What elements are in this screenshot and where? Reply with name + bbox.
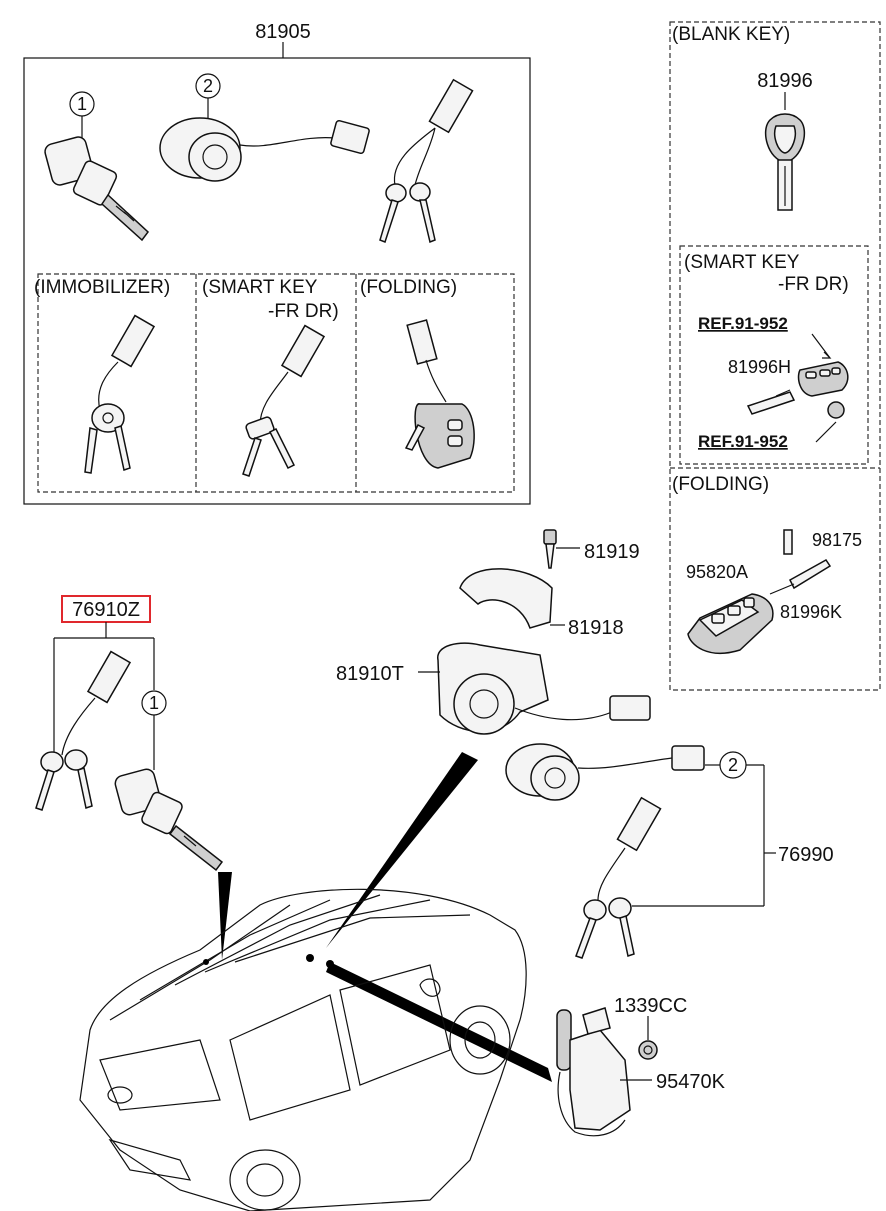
kit-81905-group: 1 2 bbox=[23, 42, 531, 505]
callout-1-top: 1 bbox=[69, 91, 95, 145]
label-81918: 81918 bbox=[568, 617, 624, 639]
ignition-lock-mid bbox=[505, 743, 720, 801]
vehicle-outline bbox=[79, 888, 527, 1211]
kit-81905-frame bbox=[23, 57, 531, 505]
ref-91-952-upper: REF.91-952 bbox=[698, 314, 788, 333]
callout-1-mid: 1 bbox=[141, 690, 167, 770]
label-1339cc: 1339CC bbox=[614, 995, 687, 1017]
section-immobilizer: (IMMOBILIZER) bbox=[34, 277, 170, 298]
label-95470k: 95470K bbox=[656, 1071, 726, 1093]
callout-2-mid: 2 bbox=[632, 751, 776, 907]
key-set-top bbox=[379, 78, 474, 244]
wedge-door-lock bbox=[218, 872, 232, 960]
label-81996k: 81996K bbox=[780, 602, 842, 622]
callout-number: 2 bbox=[203, 76, 213, 96]
folding-key-variant bbox=[404, 319, 475, 469]
key-set-mid bbox=[575, 796, 662, 959]
folding-remote-right bbox=[687, 529, 832, 655]
smart-key-fr-dr-variant bbox=[242, 324, 326, 477]
antenna-95470k bbox=[556, 1007, 652, 1137]
wedge-ignition bbox=[326, 752, 478, 948]
screw-81919 bbox=[543, 529, 580, 569]
label-81996: 81996 bbox=[757, 70, 813, 92]
callout-number: 1 bbox=[149, 693, 159, 713]
label-98175: 98175 bbox=[812, 530, 862, 550]
key-set-76910z bbox=[35, 650, 132, 811]
set-76910z: 1 bbox=[35, 595, 224, 872]
callout-number: 2 bbox=[728, 755, 738, 775]
ignition-assembly: 2 bbox=[418, 529, 776, 959]
section-smart-key-right-line1: (SMART KEY bbox=[684, 252, 800, 273]
label-81905: 81905 bbox=[255, 21, 311, 43]
smart-key-remote bbox=[746, 333, 849, 443]
immobilizer-variant bbox=[84, 314, 156, 474]
label-81996h: 81996H bbox=[728, 357, 791, 377]
section-smart-key-line2: -FR DR) bbox=[268, 301, 339, 322]
label-81919: 81919 bbox=[584, 541, 640, 563]
nut-1339cc bbox=[638, 1016, 658, 1060]
smart-key-right-frame bbox=[679, 245, 869, 465]
label-76990: 76990 bbox=[778, 844, 834, 866]
blank-key bbox=[764, 92, 806, 211]
section-smart-key-right-line2: -FR DR) bbox=[778, 274, 849, 295]
right-column-group bbox=[669, 21, 881, 691]
label-81910t: 81910T bbox=[336, 663, 404, 685]
callout-number: 1 bbox=[77, 94, 87, 114]
shroud-81918 bbox=[459, 568, 565, 629]
wedge-antenna bbox=[326, 962, 552, 1082]
section-folding-right: (FOLDING) bbox=[672, 474, 769, 495]
section-folding: (FOLDING) bbox=[360, 277, 457, 298]
section-blank-key: (BLANK KEY) bbox=[672, 24, 790, 45]
ref-91-952-lower: REF.91-952 bbox=[698, 432, 788, 451]
ignition-lock-top bbox=[159, 117, 370, 182]
callout-2-top: 2 bbox=[195, 73, 221, 118]
door-lock-cylinder-top bbox=[44, 136, 150, 242]
lock-body-81910t bbox=[418, 642, 651, 735]
door-lock-cylinder-mid bbox=[114, 768, 224, 872]
pointer-wedges bbox=[218, 752, 552, 1082]
right-dashed-frame bbox=[669, 21, 881, 691]
label-76910z: 76910Z bbox=[72, 599, 140, 621]
section-smart-key-line1: (SMART KEY bbox=[202, 277, 318, 298]
variants-dashed-frame bbox=[37, 273, 515, 493]
label-95820a: 95820A bbox=[686, 562, 748, 582]
